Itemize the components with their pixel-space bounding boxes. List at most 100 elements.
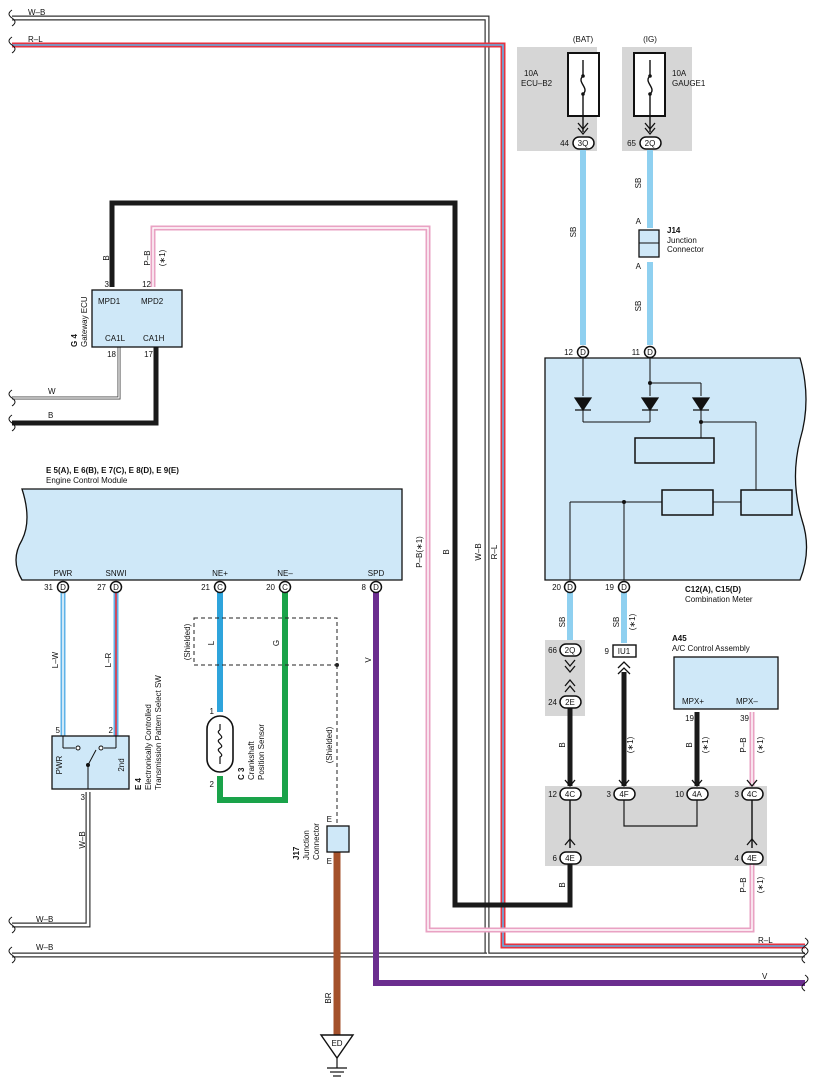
gateway-pin-17: 17 bbox=[144, 350, 153, 359]
svg-text:4E: 4E bbox=[747, 854, 757, 863]
svg-text:24: 24 bbox=[548, 698, 557, 707]
label-rl-right: R–L bbox=[758, 936, 773, 945]
label-wb-e4: W–B bbox=[78, 831, 87, 848]
svg-text:2E: 2E bbox=[565, 698, 575, 707]
label-rl-top: R–L bbox=[28, 35, 43, 44]
ecm-pin-snwi: SNWI D 27 bbox=[97, 569, 127, 594]
connector-3q-label: 3Q bbox=[578, 139, 589, 148]
svg-text:SNWI: SNWI bbox=[106, 569, 127, 578]
svg-text:12: 12 bbox=[548, 790, 557, 799]
svg-text:9: 9 bbox=[605, 647, 610, 656]
ac-mpx-plus: MPX+ bbox=[682, 697, 704, 706]
fuse-ecu-b2 bbox=[567, 52, 600, 136]
svg-text:8: 8 bbox=[362, 583, 367, 592]
svg-text:NE–: NE– bbox=[277, 569, 293, 578]
label-wb-bottom-2: W–B bbox=[36, 943, 53, 952]
svg-text:19: 19 bbox=[605, 583, 614, 592]
splice-4c-12: 4C 12 bbox=[548, 779, 582, 801]
splice-2q: 2Q 66 bbox=[548, 643, 582, 674]
svg-text:12: 12 bbox=[564, 348, 573, 357]
label-l: L bbox=[207, 640, 216, 645]
label-b-mpd1: B bbox=[102, 255, 111, 260]
splice-4c-3: 4C 3 bbox=[735, 779, 764, 801]
wire-v bbox=[373, 592, 805, 986]
label-v-right: V bbox=[762, 972, 768, 981]
e4-id: E 4 bbox=[134, 777, 143, 790]
ig-fuse-amp: 10A bbox=[672, 69, 687, 78]
label-v: V bbox=[364, 657, 373, 663]
e4-2nd-label: 2nd bbox=[117, 758, 126, 771]
svg-text:3: 3 bbox=[607, 790, 612, 799]
j14-name-2: Connector bbox=[667, 245, 704, 254]
svg-text:20: 20 bbox=[266, 583, 275, 592]
label-sb-2: SB bbox=[634, 178, 643, 189]
meter-pin-19 bbox=[617, 580, 631, 594]
svg-text:NE+: NE+ bbox=[212, 569, 228, 578]
c3-name-1: Crankshaft bbox=[247, 741, 256, 780]
ac-control-assembly bbox=[673, 656, 779, 710]
label-b-ca1h: B bbox=[48, 411, 53, 420]
label-star1-iu1: (∗1) bbox=[626, 736, 635, 753]
svg-text:D: D bbox=[567, 583, 573, 592]
label-l-r: L–R bbox=[104, 652, 113, 667]
label-shielded-2: (Shielded) bbox=[325, 726, 334, 763]
bat-fuse-name: ECU–B2 bbox=[521, 79, 553, 88]
svg-text:3: 3 bbox=[735, 790, 740, 799]
label-star1-mpd2: (∗1) bbox=[158, 249, 167, 266]
wire-g bbox=[217, 592, 288, 803]
ac-id: A45 bbox=[672, 634, 687, 643]
ac-pin-39: 39 bbox=[740, 714, 749, 723]
svg-text:21: 21 bbox=[201, 583, 210, 592]
j17-pin-top: E bbox=[327, 815, 332, 824]
label-w-ca1l: W bbox=[48, 387, 56, 396]
gateway-id: G 4 bbox=[70, 334, 79, 347]
svg-text:D: D bbox=[113, 583, 119, 592]
svg-text:4E: 4E bbox=[565, 854, 575, 863]
gateway-ecu bbox=[91, 289, 183, 348]
splice-4f-3: 4F 3 bbox=[607, 779, 636, 801]
ecm-pin-ne-minus: NE– C 20 bbox=[266, 569, 293, 594]
svg-text:6: 6 bbox=[553, 854, 558, 863]
svg-text:4C: 4C bbox=[747, 790, 757, 799]
svg-text:C: C bbox=[217, 583, 223, 592]
svg-text:D: D bbox=[60, 583, 66, 592]
gateway-ca1h: CA1H bbox=[143, 334, 165, 343]
svg-text:4F: 4F bbox=[619, 790, 628, 799]
label-b-2e: B bbox=[558, 742, 567, 747]
svg-text:PWR: PWR bbox=[54, 569, 73, 578]
gateway-ca1l: CA1L bbox=[105, 334, 126, 343]
j17-junction-connector bbox=[326, 825, 350, 853]
label-sb-1: SB bbox=[569, 227, 578, 238]
shielded-enclosure bbox=[193, 617, 339, 826]
label-pb-mpd2: P–B bbox=[143, 250, 152, 265]
ecm-pin-spd: SPD D 8 bbox=[362, 569, 384, 594]
wire-p-b-gateway-mpd2 bbox=[150, 225, 755, 933]
svg-text:D: D bbox=[621, 583, 627, 592]
gateway-name: Gateway ECU bbox=[80, 296, 89, 347]
wire-w-b-top bbox=[12, 15, 805, 958]
c3-pin-2: 2 bbox=[210, 780, 215, 789]
svg-text:D: D bbox=[647, 348, 653, 357]
connector-2q bbox=[639, 136, 662, 150]
e4-pin-2: 2 bbox=[109, 726, 114, 735]
ecm-name: Engine Control Module bbox=[46, 476, 128, 485]
meter-pin-11 bbox=[643, 345, 657, 359]
gateway-pin-12: 12 bbox=[142, 280, 151, 289]
splice-4a-10: 4A 10 bbox=[675, 779, 709, 801]
pin-65: 65 bbox=[627, 139, 636, 148]
c3-pin-1: 1 bbox=[210, 707, 215, 716]
connector-iu1: IU1 9 bbox=[605, 644, 637, 675]
e4-name-1: Electronically Controlled bbox=[144, 704, 153, 790]
meter-pin-12 bbox=[576, 345, 590, 359]
label-pb-mpx-minus: P–B bbox=[739, 737, 748, 752]
svg-text:20: 20 bbox=[552, 583, 561, 592]
wire-r-l bbox=[12, 42, 805, 949]
wire-w-b-bottom bbox=[12, 792, 487, 958]
svg-text:D: D bbox=[580, 348, 586, 357]
label-sb-3: SB bbox=[634, 301, 643, 312]
meter-pin-20 bbox=[563, 580, 577, 594]
connector-2q-label: 2Q bbox=[645, 139, 656, 148]
label-star1-sb: (∗1) bbox=[628, 613, 637, 630]
label-wb-bottom-1: W–B bbox=[36, 915, 53, 924]
label-rl-vertical: R–L bbox=[490, 544, 499, 559]
